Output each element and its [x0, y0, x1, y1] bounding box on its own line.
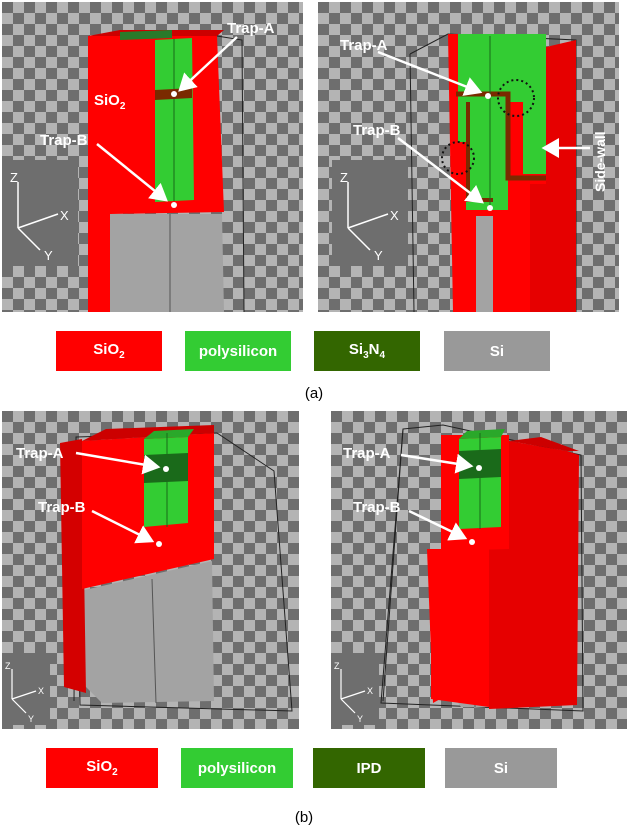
corner-highlight-side: [441, 141, 475, 175]
trap-a-dot: [476, 465, 482, 471]
axis-triad: [340, 669, 366, 714]
trap-b-dot: [487, 205, 493, 211]
trap-b-arrow: [408, 509, 468, 541]
axis-y-label: Y: [374, 248, 383, 263]
top-green-strip: [120, 30, 172, 40]
sio2-left-strip: [427, 549, 451, 703]
wire-frame-front: [382, 428, 404, 702]
side-wall: [530, 40, 576, 312]
trap-b-dot: [469, 539, 475, 545]
axis-z-label: Z: [5, 661, 11, 671]
trap-a-dot: [163, 466, 169, 472]
axis-z-label: Z: [334, 661, 340, 671]
axis-x-label: X: [390, 208, 399, 223]
legend-ipd-label: IPD: [356, 759, 382, 777]
legend-polysilicon-swatch: polysilicon: [185, 331, 291, 371]
polysilicon-top: [144, 429, 194, 439]
legend-polysilicon-label: polysilicon: [197, 759, 277, 777]
panel-b-left: Trap-A Trap-B Z X Y: [2, 411, 299, 729]
axis-y-label: Y: [357, 714, 363, 724]
trap-a-label: Trap-A: [227, 20, 275, 37]
trap-b-label: Trap-B: [353, 122, 401, 139]
si-block: [110, 214, 224, 312]
side-wall: [489, 441, 579, 709]
trap-b-arrow: [91, 509, 155, 544]
legend-si3n4-swatch: Si3N4: [314, 331, 420, 371]
trap-b-label: Trap-B: [38, 499, 86, 516]
trap-b-arrow: [397, 137, 484, 204]
si-block: [476, 216, 493, 312]
trap-b-label: Trap-B: [353, 499, 401, 516]
axis-triad: [347, 182, 389, 251]
legend-si-swatch: Si: [444, 331, 550, 371]
legend-b: SiO2 polysilicon IPD Si: [0, 748, 627, 788]
polysilicon-top: [459, 429, 505, 439]
trap-a-label: Trap-A: [16, 445, 64, 462]
caption-a: (a): [304, 385, 324, 402]
legend-sio2-label: SiO2: [93, 341, 125, 361]
trap-a-label: Trap-A: [340, 37, 388, 54]
trap-b-dot: [156, 541, 162, 547]
panel-a-left: Trap-A Trap-B SiO2 Z X Y: [2, 2, 303, 312]
panel-b-right: Trap-A Trap-B Z X Y: [331, 411, 627, 729]
legend-si3n4-label: Si3N4: [348, 341, 386, 361]
wire-frame: [216, 35, 245, 312]
trap-a-arrow: [75, 451, 161, 475]
wire-frame-left: [409, 53, 415, 312]
trap-b-dot: [171, 202, 177, 208]
trap-b-label: Trap-B: [40, 132, 88, 149]
axis-x-label: X: [38, 686, 44, 696]
trap-a-arrow: [377, 50, 483, 96]
axis-triad: [11, 669, 37, 714]
trap-a-label: Trap-A: [343, 445, 391, 462]
trap-b-arrow: [96, 143, 168, 202]
legend-polysilicon-label: polysilicon: [198, 342, 278, 360]
caption-b: (b): [294, 809, 314, 826]
wire-frame: [380, 424, 584, 712]
panel-a-right: Trap-A Trap-B Side-wall Z X Y: [318, 2, 619, 312]
trap-a-arrow: [178, 36, 238, 92]
legend-polysilicon-swatch: polysilicon: [181, 748, 293, 788]
axis-y-label: Y: [44, 248, 53, 263]
axis-z-label: Z: [340, 170, 348, 185]
sio2-label: SiO2: [94, 92, 126, 112]
corner-highlight-top: [497, 79, 535, 117]
axis-triad: [17, 182, 59, 251]
legend-sio2-label: SiO2: [86, 758, 118, 778]
legend-sio2-swatch: SiO2: [56, 331, 162, 371]
trap-a-arrow: [400, 453, 474, 474]
si-block: [80, 561, 214, 703]
si-seam: [151, 578, 157, 704]
axis-box: [332, 160, 408, 266]
sio2-side: [60, 439, 86, 693]
axis-z-label: Z: [10, 170, 18, 185]
legend-si-label: Si: [493, 759, 509, 777]
trap-a-dot: [485, 93, 491, 99]
legend-sio2-swatch: SiO2: [46, 748, 158, 788]
side-wall-label: Side-wall: [592, 131, 608, 192]
sio2-top-face: [82, 425, 214, 441]
side-wall-top: [509, 437, 579, 451]
legend-si-swatch: Si: [445, 748, 557, 788]
trap-a-dot: [171, 91, 177, 97]
legend-ipd-swatch: IPD: [313, 748, 425, 788]
axis-y-label: Y: [28, 714, 34, 724]
legend-si-label: Si: [489, 342, 505, 360]
axis-x-label: X: [367, 686, 373, 696]
axis-x-label: X: [60, 208, 69, 223]
legend-a: SiO2 polysilicon Si3N4 Si: [0, 331, 627, 371]
axis-box: [2, 160, 78, 266]
